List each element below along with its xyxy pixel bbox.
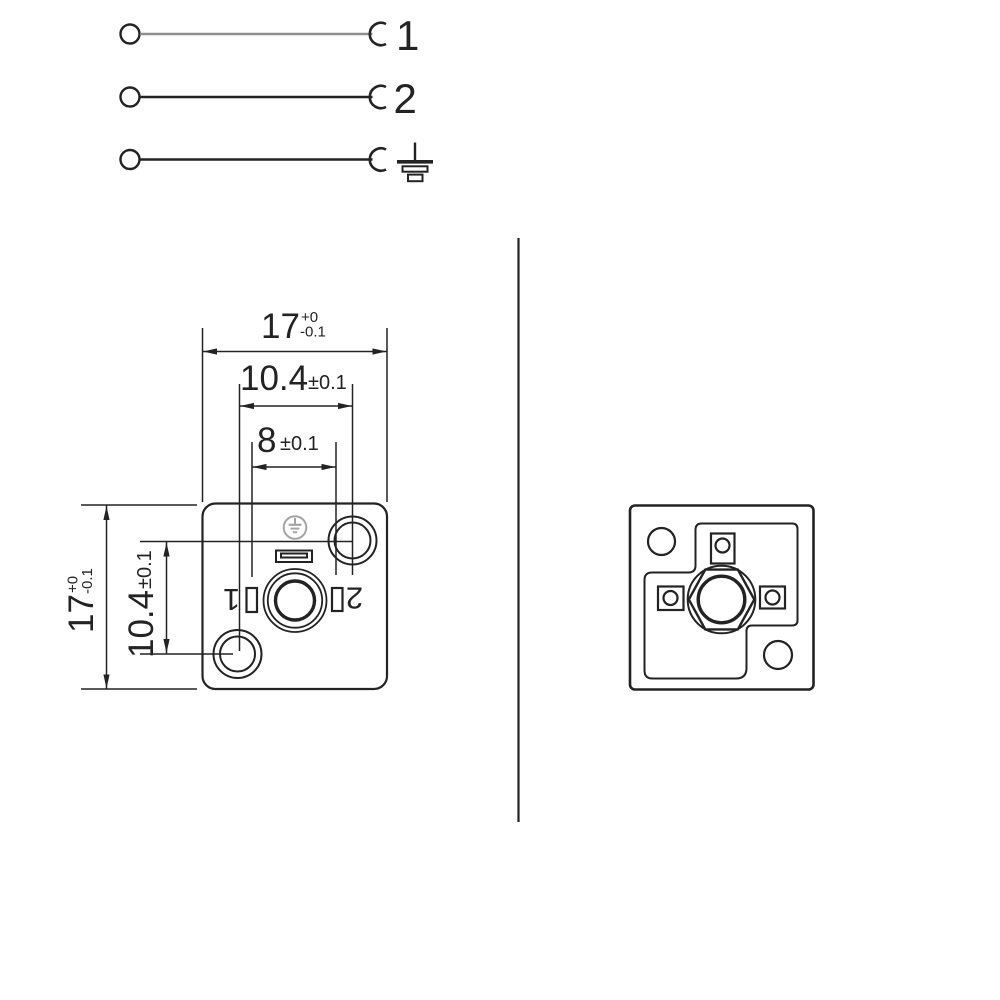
center-bore: [262, 568, 328, 633]
socket-contact-icon: [368, 84, 387, 110]
earth-ground-icon: [397, 142, 433, 183]
dim-height-tol-lower: -0.1: [79, 568, 96, 594]
dim-hole-pitch-x-tol: ±0.1: [308, 372, 347, 394]
schematic-contact-row-2: 2: [119, 75, 417, 122]
pin-1-slot: [245, 586, 259, 614]
insert-contour-outline: [643, 522, 799, 680]
pin-2-label: 2: [346, 581, 363, 616]
dim-height-tol-upper: +0: [65, 576, 82, 593]
wiring-schematic: 1 2: [119, 12, 433, 183]
mounting-hole-top-left: [646, 526, 677, 557]
dim-height: 17 +0 -0.1: [62, 504, 197, 690]
dim-hole-pitch-y-nominal: 10.4: [122, 590, 161, 658]
mounting-hole-bottom-right: [762, 639, 794, 671]
dimension-annotations: 17 +0 -0.1 10.4 ±0.1 8: [62, 307, 388, 690]
dim-width: 17 +0 -0.1: [201, 307, 388, 502]
socket-contact-icon: [368, 147, 387, 172]
gland-bore: [696, 574, 747, 625]
dim-pin-pitch-tol: ±0.1: [280, 433, 319, 455]
wire-end-circle: [119, 86, 141, 108]
pin-1-label: 1: [223, 582, 240, 617]
hex-nut-icon: [687, 568, 756, 631]
pin-terminal-right: [758, 585, 787, 610]
dim-hole-pitch-y: 10.4 ±0.1: [122, 540, 353, 658]
protective-earth-icon: [282, 515, 308, 540]
face-view-drawing: [628, 504, 815, 691]
dim-height-nominal: 17: [62, 594, 101, 633]
dim-hole-pitch-x-nominal: 10.4: [240, 359, 308, 398]
pin-terminal-left: [656, 585, 685, 612]
contact-2-label: 2: [394, 75, 417, 122]
mounting-hole-top-right: [327, 515, 378, 566]
mounting-hole-bottom-left: [212, 629, 263, 679]
dim-pin-pitch-nominal: 8: [257, 421, 276, 460]
dim-width-nominal: 17: [261, 307, 300, 346]
front-view-drawing: 17 +0 -0.1 10.4 ±0.1 8: [62, 307, 389, 691]
dim-hole-pitch-y-tol: ±0.1: [134, 550, 156, 589]
schematic-contact-row-1: 1: [119, 12, 419, 59]
connector-body-outline: [201, 502, 389, 691]
socket-contact-icon: [368, 21, 387, 47]
contact-1-label: 1: [396, 12, 419, 59]
schematic-contact-row-3: [119, 142, 433, 183]
dim-width-tol-lower: -0.1: [300, 324, 326, 341]
dim-pin-pitch: 8 ±0.1: [251, 421, 337, 577]
pin-2-slot: [330, 586, 344, 613]
wire-end-circle: [119, 23, 141, 45]
connector-body-outline: [628, 504, 815, 691]
dim-width-tol-upper: +0: [301, 309, 318, 326]
center-gland: [686, 564, 757, 635]
dim-hole-pitch-x: 10.4 ±0.1: [238, 359, 354, 651]
wire-end-circle: [119, 148, 141, 171]
keying-slot: [275, 549, 313, 563]
pin-terminal-top: [709, 532, 736, 565]
